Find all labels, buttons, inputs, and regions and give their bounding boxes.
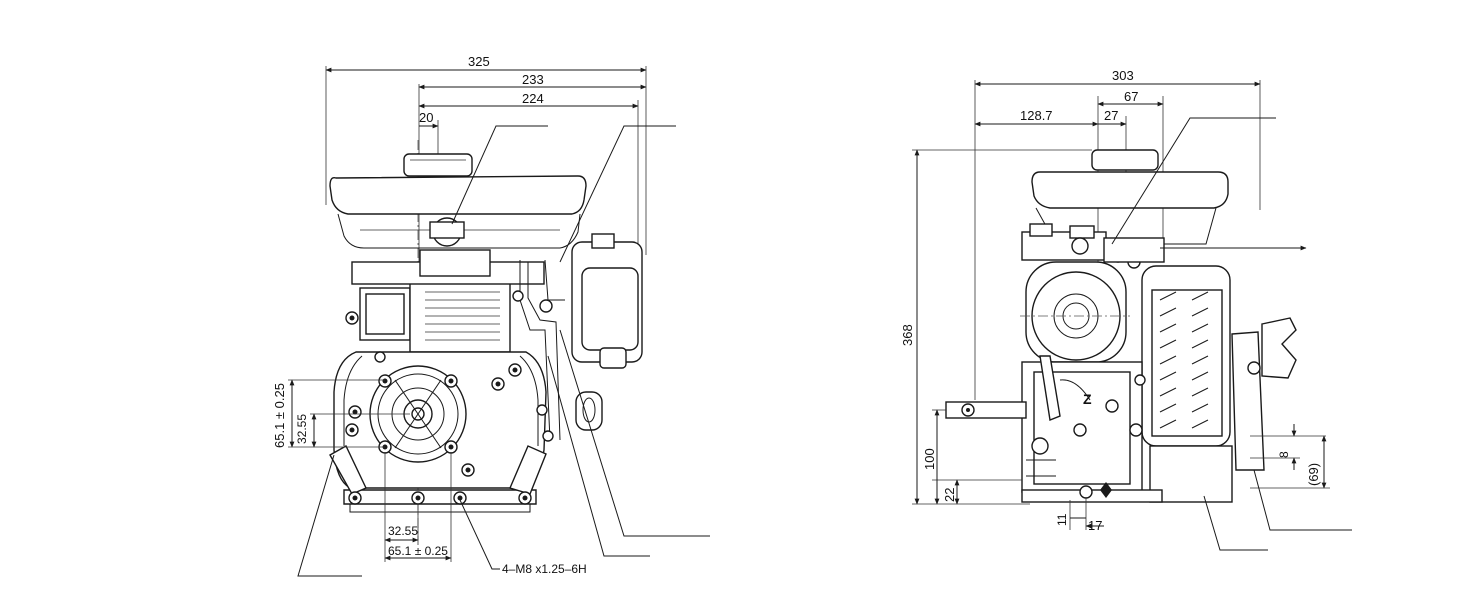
side-recoil-starter — [1020, 261, 1130, 363]
dim-22: 22 — [942, 488, 957, 502]
dim-65-1-horizontal: 65.1 ± 0.25 — [388, 544, 448, 558]
side-muffler-guard — [1231, 317, 1297, 471]
dim-8: 8 — [1277, 451, 1291, 458]
dim-67: 67 — [1124, 89, 1138, 104]
bolt-spec-label: 4–M8 x1.25–6H — [502, 562, 587, 576]
dim-325: 325 — [468, 54, 490, 69]
side-left-dimensions — [912, 149, 1092, 505]
dim-20: 20 — [419, 110, 433, 125]
dim-32-55-horizontal: 32.55 — [388, 524, 418, 538]
dim-233: 233 — [522, 72, 544, 87]
fuel-tank — [329, 153, 587, 249]
side-muffler-cover — [1141, 265, 1231, 447]
side-leader-lines — [1111, 117, 1352, 551]
dim-224: 224 — [522, 91, 544, 106]
front-top-dimensions — [325, 66, 647, 270]
air-cleaner — [571, 233, 643, 431]
dim-65-1-vertical: 65.1 ± 0.25 — [272, 383, 287, 448]
dim-69: (69) — [1306, 463, 1321, 486]
dim-32-55-vertical: 32.55 — [295, 414, 309, 444]
bolt-holes — [345, 311, 554, 505]
front-view: 325 233 224 20 — [272, 54, 710, 577]
throttle-linkage — [512, 259, 565, 441]
dim-17: 17 — [1088, 518, 1102, 533]
dim-100: 100 — [922, 448, 937, 470]
dim-128-7: 128.7 — [1020, 108, 1053, 123]
side-carburetor — [1021, 223, 1307, 269]
pto-boss — [369, 365, 467, 463]
dim-27: 27 — [1104, 108, 1118, 123]
side-crankcase — [945, 355, 1233, 503]
front-bottom-dimensions — [384, 452, 452, 562]
front-leader-lines — [297, 125, 710, 577]
dim-303: 303 — [1112, 68, 1134, 83]
side-view: 303 67 128.7 27 — [900, 68, 1352, 551]
side-bottom-dimensions — [1069, 498, 1104, 530]
label-z: Z — [1083, 391, 1092, 407]
side-fuel-tank — [1031, 149, 1229, 245]
dim-368: 368 — [900, 324, 915, 346]
front-left-dimensions — [288, 379, 410, 448]
cylinder-block — [351, 217, 545, 353]
side-right-dimensions — [1250, 424, 1330, 489]
dim-11: 11 — [1055, 513, 1069, 526]
